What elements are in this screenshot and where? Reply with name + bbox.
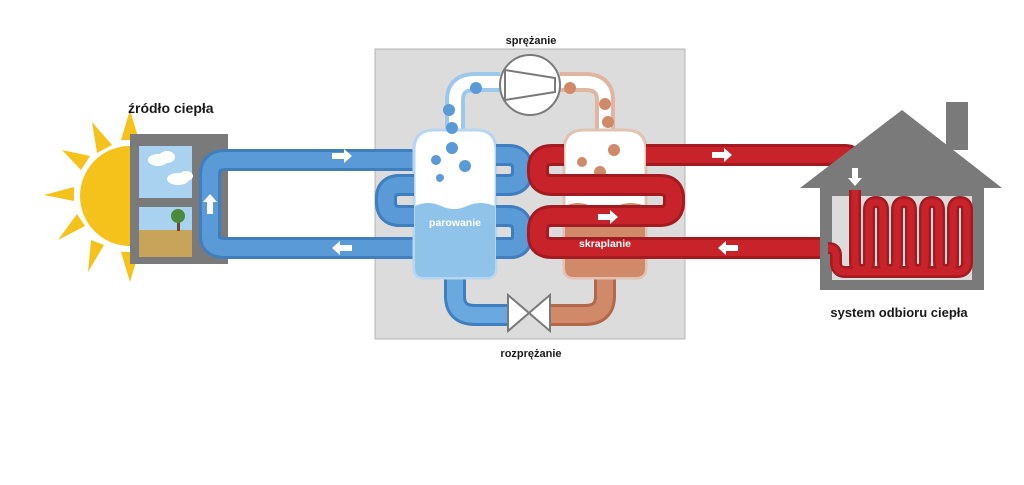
arrow-right-icon (332, 149, 352, 163)
evaporation-label: parowanie (429, 217, 481, 229)
arrow-up-icon (203, 194, 217, 214)
flow-arrows (203, 148, 862, 255)
evaporator-coil (375, 144, 533, 259)
expansion-label: rozprężanie (500, 348, 561, 360)
compression-label: sprężanie (506, 35, 557, 47)
arrow-right-icon (712, 148, 732, 162)
arrow-left-icon (436, 179, 456, 193)
refrigerant-cold-line (444, 72, 510, 326)
compressor (499, 54, 561, 116)
radiator-coil (827, 190, 973, 278)
evaporator-tank (412, 82, 498, 280)
condensation-label: skraplanie (579, 238, 631, 250)
arrow-right-icon (598, 210, 618, 224)
expansion-valve (507, 292, 551, 334)
heat-source-label: źródło ciepła (128, 100, 214, 116)
arrow-down-icon (848, 168, 862, 186)
arrow-left-icon (718, 241, 738, 255)
arrow-left-icon (332, 241, 352, 255)
heat-receiver-label: system odbioru ciepła (830, 305, 968, 320)
